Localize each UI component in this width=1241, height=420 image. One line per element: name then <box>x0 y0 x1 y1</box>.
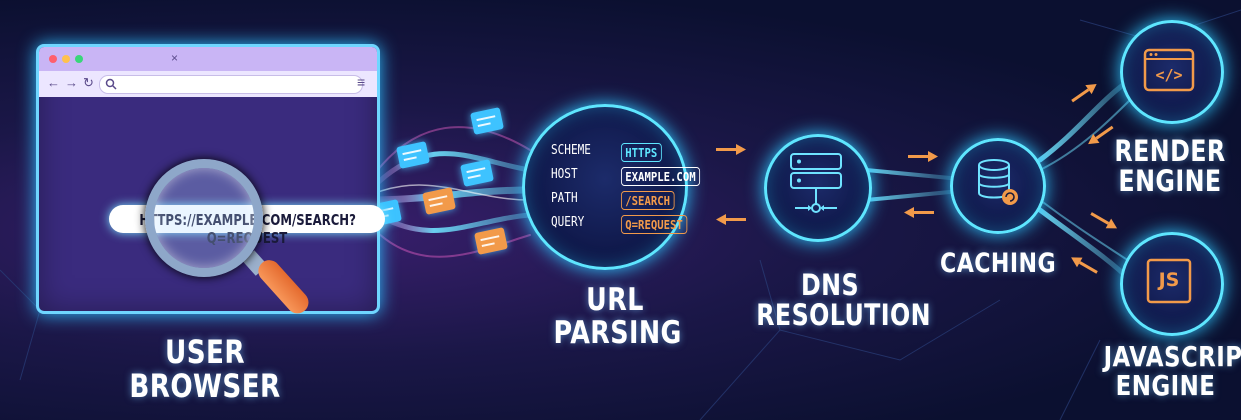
url-parsing-node <box>522 104 688 270</box>
url-part-value: HTTPS <box>621 143 662 162</box>
minimize-dot-icon <box>62 55 70 63</box>
reload-icon: ↻ <box>83 75 94 90</box>
arrow-down-js <box>1090 212 1118 229</box>
dns-label-line2: RESOLUTION <box>756 298 932 333</box>
url-part-value: EXAMPLE.COM <box>621 167 700 186</box>
url-part-key: SCHEME <box>551 143 591 158</box>
close-dot-icon <box>49 55 57 63</box>
url-parts-table: SCHEME HTTPS HOST EXAMPLE.COM PATH /SEAR… <box>551 143 700 243</box>
browser-window: × ← → ↻ ≡ HTTPS://EXAMPLE.COM/SEARCH?Q=R… <box>36 44 385 318</box>
render-label-line1: RENDER <box>1114 134 1226 168</box>
server-icon <box>790 153 842 213</box>
javascript-engine-node <box>1120 232 1224 336</box>
javascript-label-line2: ENGINE <box>1115 369 1216 403</box>
js-icon-text: JS <box>1158 269 1180 291</box>
search-icon <box>105 78 117 90</box>
arrow-back-js <box>1071 257 1098 274</box>
menu-icon: ≡ <box>357 74 366 90</box>
forward-icon: → <box>65 75 78 90</box>
address-bar <box>99 75 363 94</box>
browser-title-bar: × <box>39 47 377 71</box>
user-browser-label: USER BROWSER <box>129 333 281 405</box>
url-part-key: QUERY <box>551 215 585 230</box>
url-parsing-label-line1: URL <box>586 282 644 318</box>
arrow-left-2 <box>904 207 934 218</box>
maximize-dot-icon <box>75 55 83 63</box>
caching-label: CACHING <box>940 248 1057 279</box>
browser-toolbar: ← → ↻ ≡ <box>39 71 377 97</box>
javascript-engine-label: JAVASCRIPT ENGINE <box>1103 340 1241 403</box>
dns-label-line1: DNS <box>800 268 859 302</box>
url-part-key: HOST <box>551 167 578 182</box>
js-file-icon <box>1146 258 1192 304</box>
tab-close-icon: × <box>171 51 179 65</box>
url-parsing-label: URL PARSING <box>553 282 682 351</box>
url-part-value: Q=REQUEST <box>621 215 688 234</box>
javascript-label-line1: JAVASCRIPT <box>1103 340 1241 373</box>
arrow-left-1 <box>716 214 746 225</box>
dns-resolution-label: DNS RESOLUTION <box>756 268 932 333</box>
arrow-up-render <box>1071 83 1097 103</box>
back-icon: ← <box>47 75 60 90</box>
database-icon <box>978 159 1018 205</box>
arrow-back-render <box>1088 125 1114 145</box>
render-engine-label: RENDER ENGINE <box>1114 136 1226 197</box>
arrow-right-2 <box>908 151 938 162</box>
url-part-value: /SEARCH <box>621 191 675 210</box>
url-part-key: PATH <box>551 191 578 206</box>
magnifier-handle <box>253 255 313 318</box>
render-icon-text: </> <box>1155 66 1183 84</box>
code-window-icon <box>1143 48 1195 92</box>
magnifying-glass-icon <box>145 159 263 277</box>
render-engine-node <box>1120 20 1224 124</box>
render-label-line2: ENGINE <box>1118 164 1222 199</box>
arrow-right-1 <box>716 144 746 155</box>
url-parsing-label-line2: PARSING <box>553 314 682 351</box>
